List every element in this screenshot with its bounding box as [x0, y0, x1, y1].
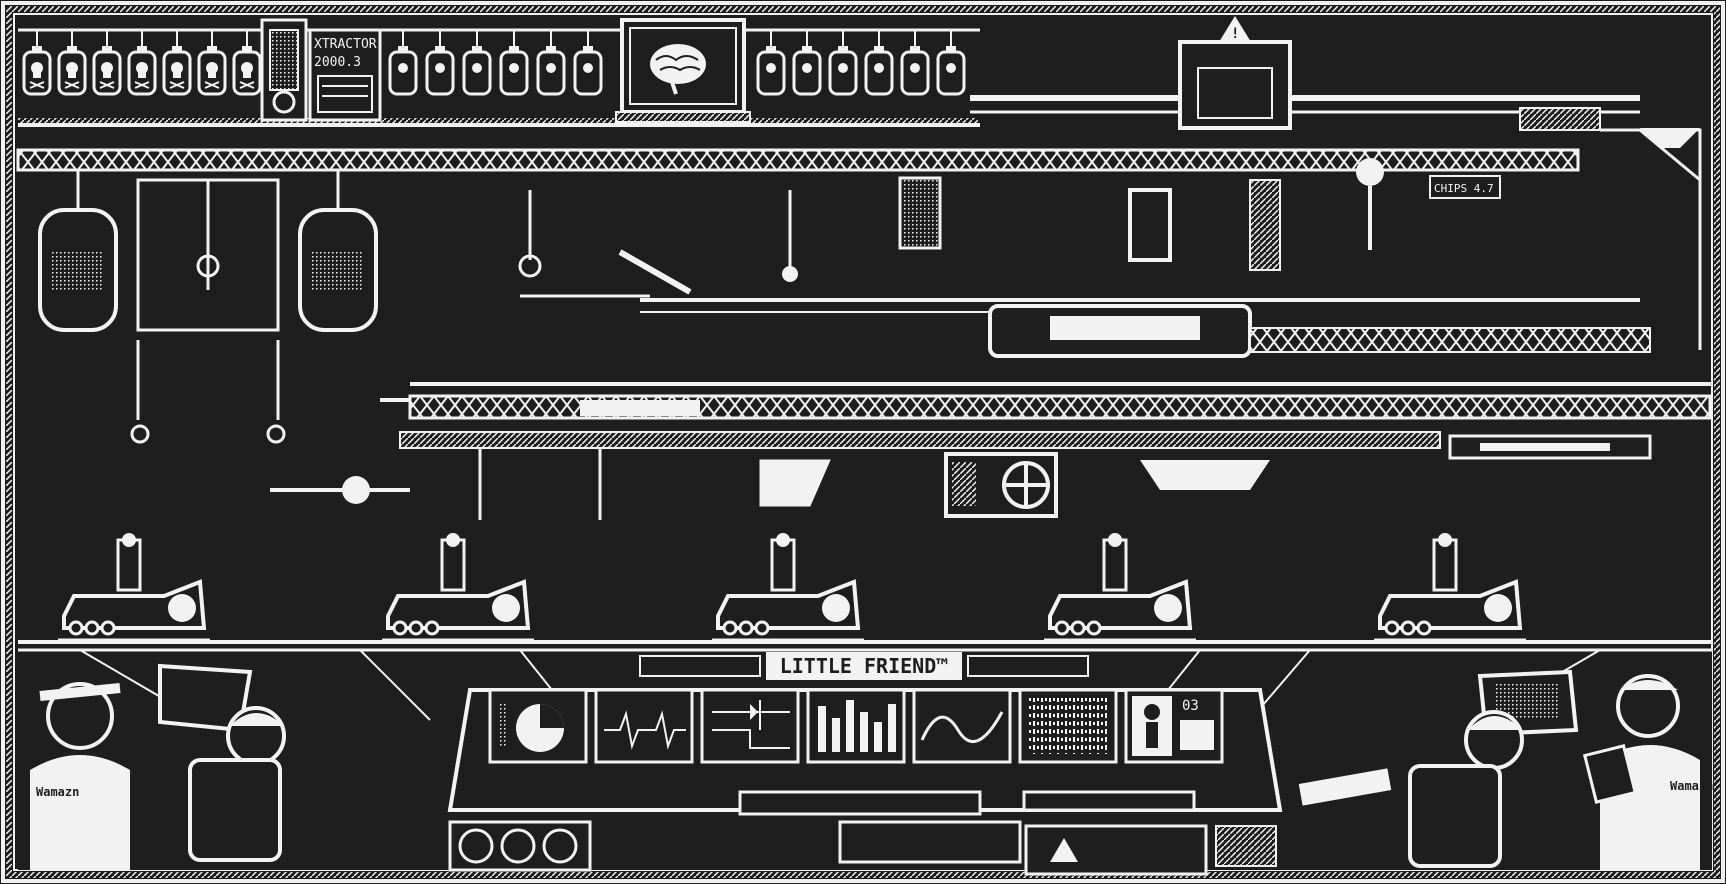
- brain-monitor: [615, 18, 751, 123]
- ceiling-beams: [79, 649, 1601, 721]
- operator-seated-left: [188, 706, 286, 862]
- specimen-jar: [792, 30, 822, 96]
- fan-panel: [448, 820, 592, 872]
- skull-icon: [99, 62, 115, 89]
- monitor-bars: [806, 688, 906, 764]
- skull-icon: [239, 62, 255, 89]
- specimen-jar: [425, 30, 455, 96]
- operator-right-shirt-label: Wamazn: [1670, 779, 1713, 793]
- specimen-jar: [573, 30, 603, 96]
- specimen-jar: [828, 30, 858, 96]
- specimen-jar: [900, 30, 930, 96]
- specimen-jar: [864, 30, 894, 96]
- specimen-jar: [462, 30, 492, 96]
- brain-icon: [650, 44, 706, 95]
- operator-left: Wamazn: [30, 682, 130, 870]
- skull-jar: [22, 30, 52, 96]
- monitor-radar: [488, 688, 588, 764]
- skull-jar: [57, 30, 87, 96]
- left-specimen-pods: [38, 170, 378, 444]
- warning-triangle-icon: [1219, 16, 1251, 42]
- fan-icon: [542, 828, 578, 864]
- operator-right: Wamazn: [1582, 674, 1713, 870]
- robot-cart: [712, 533, 864, 642]
- fan-icon: [500, 828, 536, 864]
- control-room: LITTLE FRIEND™: [18, 648, 1713, 876]
- operator-left-shirt-label: Wamazn: [36, 785, 79, 799]
- top-rail: [18, 28, 980, 127]
- monitor-figure: 03: [1124, 688, 1224, 764]
- robot-cart: [382, 533, 534, 642]
- skull-icon: [64, 62, 80, 89]
- robot-cart-row: [58, 533, 1526, 642]
- operator-seated-right: [1408, 710, 1524, 868]
- skull-icon: [29, 62, 45, 89]
- title-label: LITTLE FRIEND™: [780, 654, 949, 678]
- specimen-jar-row-middle: [388, 30, 603, 96]
- specimen-jar-row-right: [756, 30, 966, 96]
- specimen-jar: [388, 30, 418, 96]
- main-conveyor: [270, 382, 1712, 520]
- warning-triangle-icon: [1050, 838, 1078, 862]
- monitor-counter: 03: [1182, 698, 1199, 714]
- fan-unit: [944, 452, 1058, 518]
- skull-icon: [169, 62, 185, 89]
- extractor-machine: XTRACTOR 2000.3: [260, 18, 382, 122]
- extractor-label-line1: XTRACTOR: [314, 37, 377, 52]
- monitor-circuit: [700, 688, 800, 764]
- title-banner: LITTLE FRIEND™: [639, 652, 1089, 680]
- specimen-jar: [536, 30, 566, 96]
- specimen-jar: [936, 30, 966, 96]
- extractor-label-line2: 2000.3: [314, 55, 361, 70]
- svg-text:!: !: [1231, 26, 1239, 42]
- skull-icon: [134, 62, 150, 89]
- specimen-jar: [499, 30, 529, 96]
- skull-jar: [92, 30, 122, 96]
- upper-truss: [16, 148, 1580, 172]
- monitor-wave: [912, 688, 1012, 764]
- monitor-heartbeat: [594, 688, 694, 764]
- middle-conveyor: CHIPS 4.7: [518, 158, 1651, 358]
- skull-icon: [204, 62, 220, 89]
- skull-jar: [162, 30, 192, 96]
- top-conveyor-right: !: [970, 16, 1702, 350]
- skull-jar: [127, 30, 157, 96]
- warning-panel: [1024, 824, 1208, 876]
- skull-jar: [197, 30, 227, 96]
- fan-icon: [458, 828, 494, 864]
- chips-label: CHIPS 4.7: [1434, 182, 1494, 195]
- monitor-binary: [1018, 688, 1118, 764]
- skull-jar: [232, 30, 262, 96]
- skull-jar-row: [22, 30, 262, 96]
- specimen-jar: [756, 30, 786, 96]
